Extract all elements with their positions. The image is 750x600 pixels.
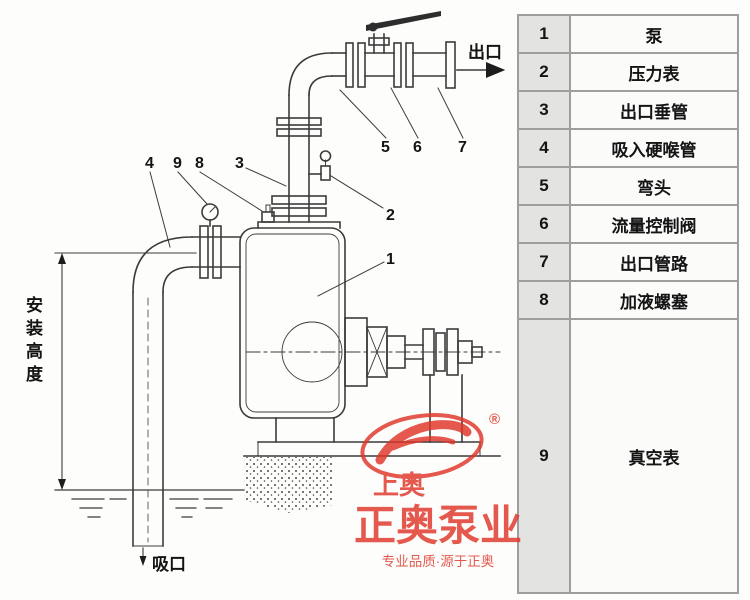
legend-row-2: 2 压力表 <box>517 52 739 92</box>
legend-row-9: 9 真空表 <box>517 318 739 594</box>
legend-row-3: 3 出口垂管 <box>517 90 739 130</box>
suction-pipe <box>132 225 241 547</box>
legend-num: 3 <box>517 90 571 130</box>
legend-row-6: 6 流量控制阀 <box>517 204 739 244</box>
pressure-gauge-tap <box>308 150 332 181</box>
callout-3: 3 <box>235 155 244 172</box>
legend-name: 出口管路 <box>569 242 739 282</box>
legend-row-5: 5 弯头 <box>517 166 739 206</box>
outlet-vertical-pipe <box>271 94 327 223</box>
legend-num: 9 <box>517 318 571 594</box>
foundation-soil <box>244 457 333 513</box>
install-height-dimension <box>54 252 197 487</box>
callout-5: 5 <box>381 139 390 156</box>
outlet-elbow-and-pipe <box>288 41 456 96</box>
legend-row-4: 4 吸入硬喉管 <box>517 128 739 168</box>
outlet-label: 出口 <box>468 42 502 62</box>
callout-8: 8 <box>195 155 204 172</box>
water-level <box>54 489 245 518</box>
legend-name: 吸入硬喉管 <box>569 128 739 168</box>
legend-num: 8 <box>517 280 571 320</box>
callout-leaders <box>149 87 464 297</box>
legend-table: 1 泵 2 压力表 3 出口垂管 4 吸入硬喉管 5 弯头 6 流量控制阀 <box>517 14 739 594</box>
install-height-label: 安装高度 <box>23 296 42 388</box>
legend-name: 泵 <box>569 14 739 54</box>
pump-base <box>243 374 501 457</box>
legend-num: 7 <box>517 242 571 282</box>
legend-num: 2 <box>517 52 571 92</box>
callout-9: 9 <box>173 155 182 172</box>
dim-arrow-bottom <box>58 479 66 490</box>
inlet-arrowhead <box>139 556 147 566</box>
inlet-label: 吸口 <box>152 555 186 574</box>
legend-name: 弯头 <box>569 166 739 206</box>
callout-1: 1 <box>386 251 395 268</box>
flow-control-valve <box>366 11 441 54</box>
legend-num: 4 <box>517 128 571 168</box>
legend-row-7: 7 出口管路 <box>517 242 739 282</box>
callout-4: 4 <box>145 155 154 172</box>
dim-arrow-top <box>58 253 66 264</box>
legend-row-1: 1 泵 <box>517 14 739 54</box>
fill-plug <box>261 204 275 223</box>
legend-name: 流量控制阀 <box>569 204 739 244</box>
legend-row-8: 8 加液螺塞 <box>517 280 739 320</box>
legend-num: 5 <box>517 166 571 206</box>
vacuum-gauge <box>201 203 219 227</box>
legend-name: 加液螺塞 <box>569 280 739 320</box>
pump-diagram: 4 9 8 3 5 6 7 2 1 出口 吸口 <box>54 11 506 574</box>
callout-7: 7 <box>458 139 467 156</box>
pump-body <box>239 221 346 419</box>
legend-num: 6 <box>517 204 571 244</box>
callout-6: 6 <box>413 139 422 156</box>
legend-name: 真空表 <box>569 318 739 594</box>
legend-name: 出口垂管 <box>569 90 739 130</box>
legend-name: 压力表 <box>569 52 739 92</box>
legend-num: 1 <box>517 14 571 54</box>
callout-2: 2 <box>386 207 395 224</box>
